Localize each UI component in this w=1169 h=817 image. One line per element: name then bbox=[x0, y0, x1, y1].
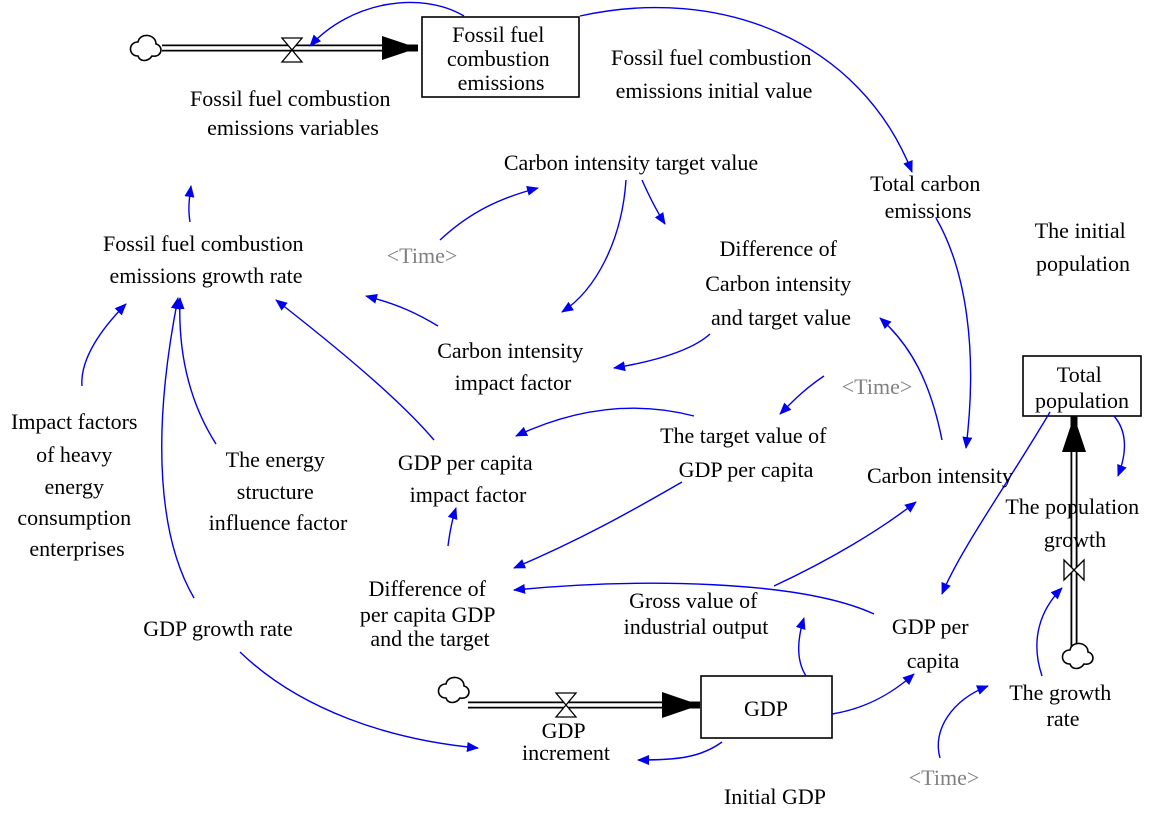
var-total-carbon-emissions: Total carbon emissions bbox=[870, 171, 986, 223]
emissions-valve-icon bbox=[280, 37, 304, 63]
var-the-population-growth: The population growth bbox=[1005, 494, 1144, 552]
var-impact-factors-of-heavy-energy-consumption-enterprises: Impact factors of heavy energy consumpti… bbox=[11, 409, 143, 561]
gdp-increment-valve-icon bbox=[554, 692, 578, 718]
stock-total-population: Total population bbox=[1035, 362, 1129, 413]
var-gdp-growth-rate: GDP growth rate bbox=[143, 616, 293, 641]
stock-box-total-population bbox=[1022, 355, 1142, 417]
var-gdp-per-capita: GDP per capita bbox=[892, 614, 974, 673]
population-growth-valve-icon bbox=[1063, 558, 1085, 582]
var-difference-of-carbon-intensity-and-target-value: Difference of Carbon intensity and targe… bbox=[705, 236, 857, 330]
gdp-flow-pipe bbox=[468, 692, 700, 718]
var-fossil-fuel-combustion-emissions-variables: Fossil fuel combustion emissions variabl… bbox=[190, 86, 396, 140]
population-flow-pipe bbox=[1062, 416, 1086, 650]
var-the-growth-rate: The growth rate bbox=[1009, 680, 1117, 731]
var-fossil-fuel-combustion-emissions-growth-rate: Fossil fuel combustion emissions growth … bbox=[103, 231, 309, 288]
var-difference-of-per-capita-gdp-and-the-target: Difference of per capita GDP and the tar… bbox=[360, 576, 500, 651]
shadow-var-time: <Time> bbox=[387, 243, 457, 268]
var-fossil-fuel-combustion-emissions-initial-value: Fossil fuel combustion emissions initial… bbox=[611, 45, 817, 103]
cloud-icon bbox=[129, 34, 162, 62]
stock-fossil-fuel-combustion-emissions: Fossil fuel combustion emissions bbox=[447, 22, 555, 95]
shadow-var-time: <Time> bbox=[842, 374, 912, 399]
stock-box-gdp bbox=[700, 675, 833, 739]
var-carbon-intensity-impact-factor: Carbon intensity impact factor bbox=[437, 338, 589, 395]
var-gross-value-of-industrial-output: Gross value of industrial output bbox=[624, 588, 769, 639]
var-carbon-intensity: Carbon intensity bbox=[867, 463, 1013, 488]
var-the-initial-population: The initial population bbox=[1035, 218, 1132, 276]
var-carbon-intensity-target-value: Carbon intensity target value bbox=[504, 150, 758, 175]
stock-gdp: GDP bbox=[744, 696, 788, 721]
var-the-target-value-of-gdp-per-capita: The target value of GDP per capita bbox=[660, 423, 832, 482]
var-the-energy-structure-influence-factor: The energy structure influence factor bbox=[209, 447, 348, 535]
var-gdp-increment: GDP increment bbox=[522, 718, 610, 765]
shadow-var-time: <Time> bbox=[909, 765, 979, 790]
stock-box-fossil-fuel-combustion-emissions bbox=[421, 16, 580, 98]
causal-links bbox=[81, 1, 1127, 765]
cloud-icon bbox=[1061, 642, 1094, 670]
var-gdp-per-capita-impact-factor: GDP per capita impact factor bbox=[398, 450, 538, 507]
cloud-icon bbox=[437, 676, 470, 704]
var-initial-gdp: Initial GDP bbox=[724, 784, 826, 809]
